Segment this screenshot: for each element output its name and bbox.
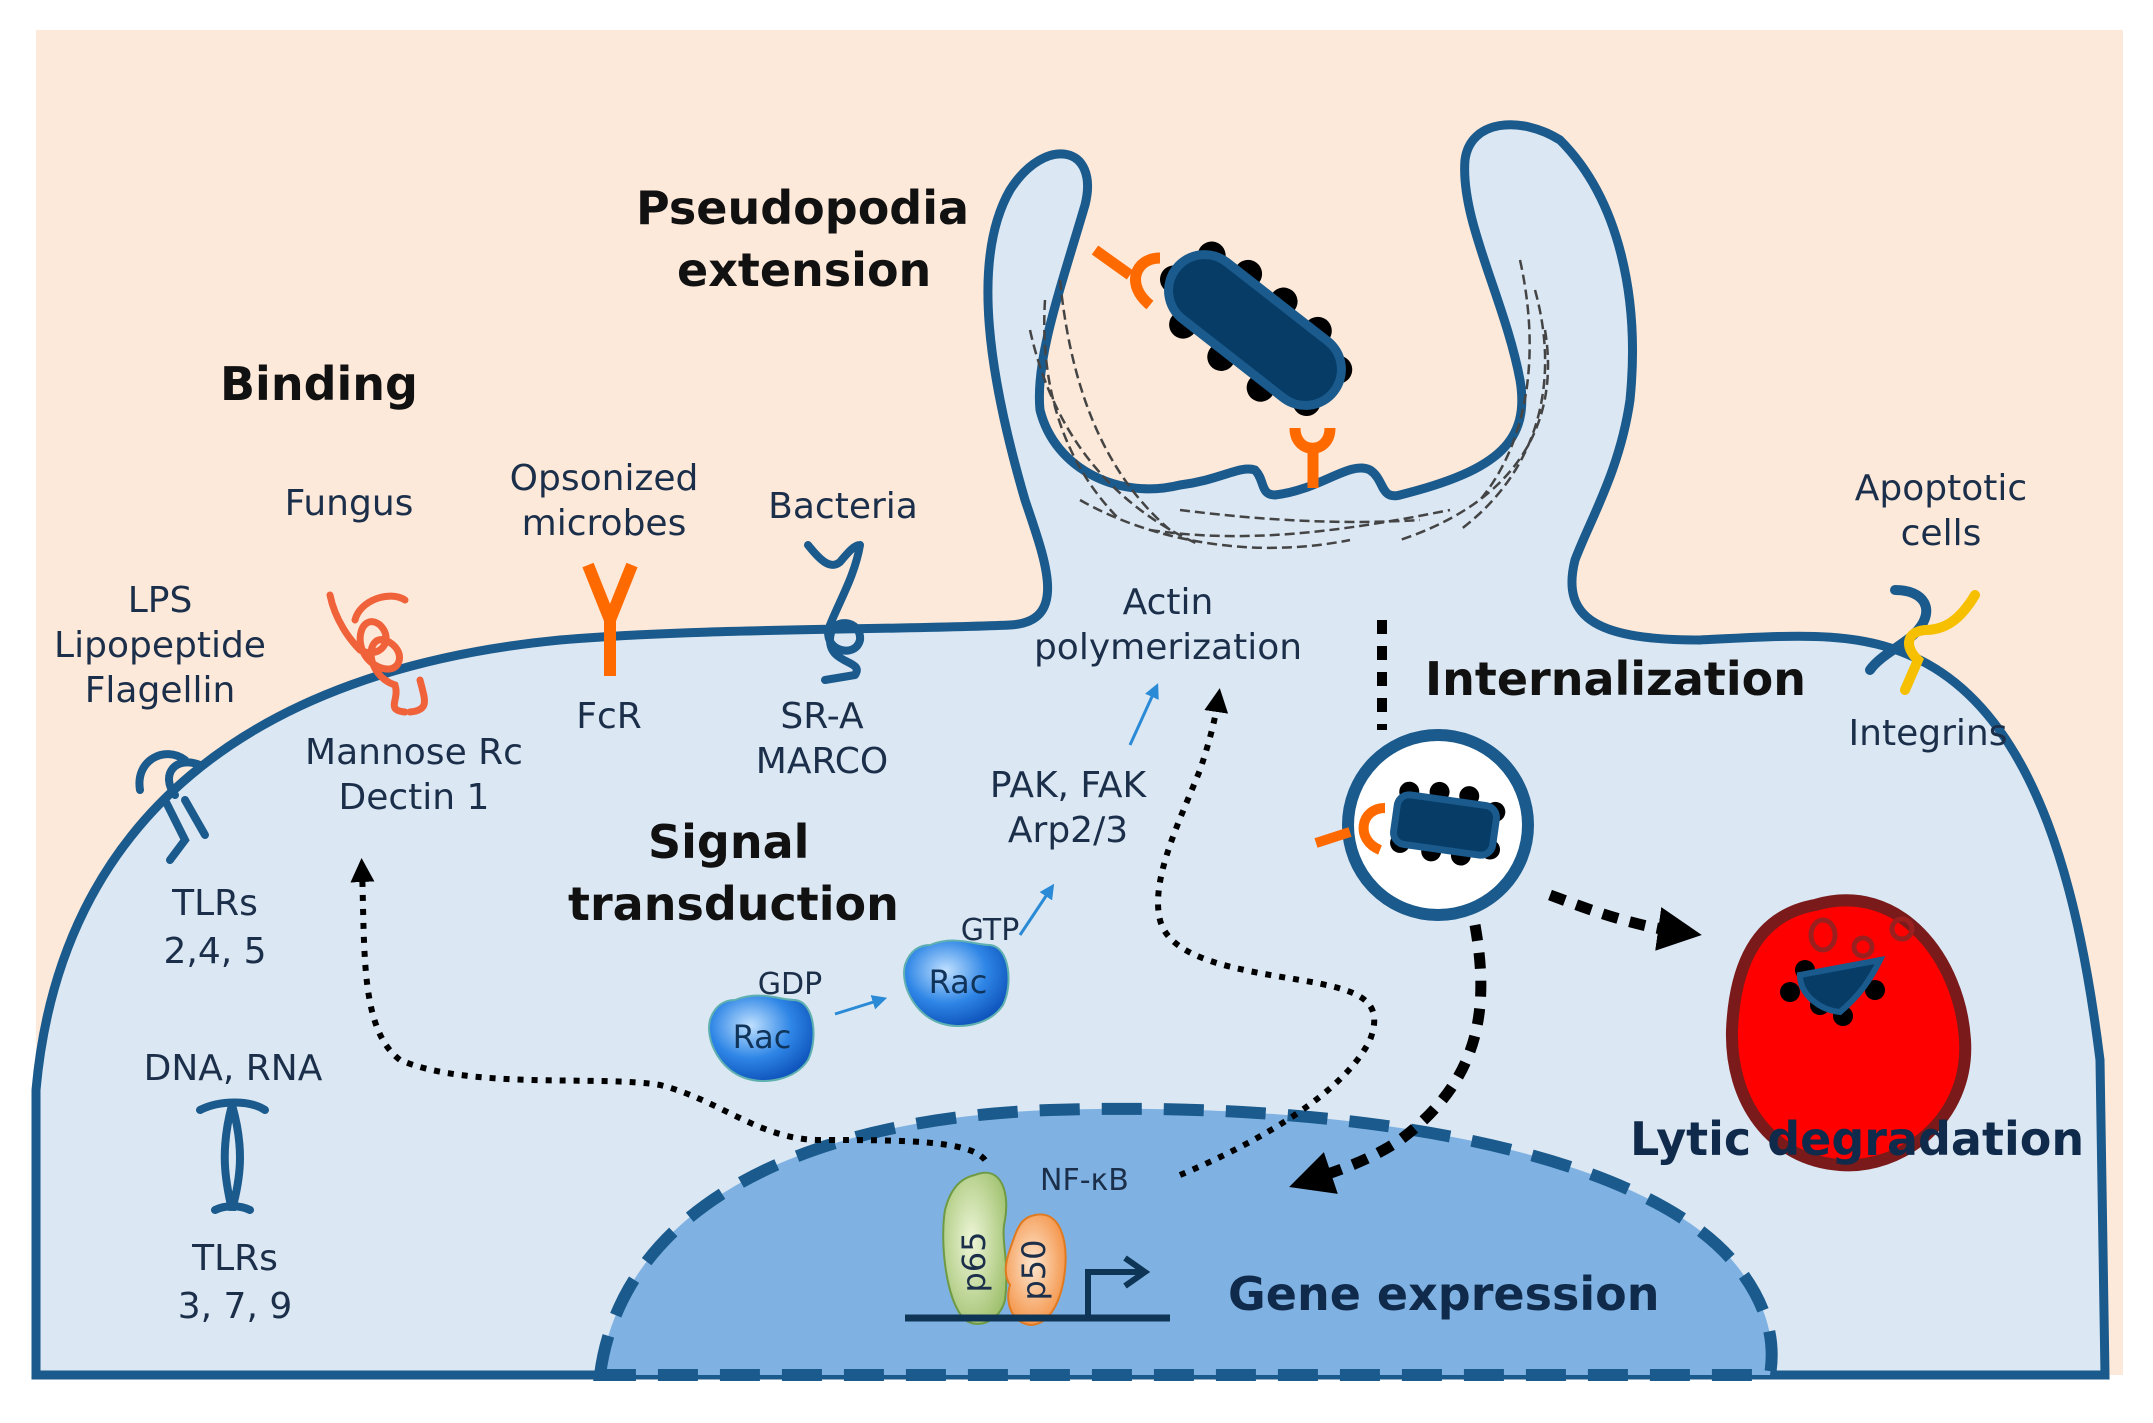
label-cells: cells [1901,513,1982,554]
lysosome-vesicles [1808,916,1915,959]
label-nfkb: NF-κB [1040,1163,1129,1198]
heading-internalization: Internalization [1425,652,1806,706]
rac-gdp-protein [708,994,815,1082]
label-sra: SR-A [780,696,864,737]
label-arp23: Arp2/3 [1008,810,1128,851]
rac-to-pak-arrow [1018,883,1055,936]
phagosome-to-lysosome-path [1548,889,1702,951]
label-tlrs-surface: TLRs [171,883,258,924]
nfkb-to-actin-path [1155,688,1378,1178]
label-tlrs-endo-numbers: 3, 7, 9 [178,1286,293,1327]
label-polymerization: polymerization [1034,627,1302,668]
label-rac-gdp: Rac [733,1018,792,1056]
cell-membrane [31,120,2110,1380]
nfkb-to-receptors-path [350,858,988,1163]
label-dectin: Dectin 1 [339,777,490,818]
actin-filaments [1028,259,1550,550]
phagosome-to-nucleus-path [1289,924,1487,1194]
degraded-bacterium [1780,955,1886,1026]
transcription-start-arrow-icon [1085,1255,1151,1318]
label-tlrs-endo: TLRs [191,1238,278,1279]
label-mannose-rc: Mannose Rc [305,732,523,773]
tlr-surface-receptor-icon [135,750,209,864]
label-p65: p65 [955,1231,993,1292]
label-opsonized: Opsonized [510,458,699,499]
heading-binding: Binding [220,357,418,411]
fc-receptor-cup-left-icon [1091,245,1161,310]
label-tlrs-surface-numbers: 2,4, 5 [163,931,266,972]
label-p50: p50 [1015,1239,1053,1300]
label-lipopeptide: Lipopeptide [54,625,266,666]
bacterium-in-phagosome [1390,781,1506,866]
nucleus [593,1102,1778,1381]
rac-activation-arrow [834,995,888,1016]
fc-receptor-phagosome-icon [1314,803,1386,855]
label-marco: MARCO [756,741,888,782]
bacterium-in-cup [1159,241,1353,417]
label-pak-fak: PAK, FAK [990,765,1148,806]
label-gtp: GTP [961,913,1020,948]
label-flagellin: Flagellin [85,670,236,711]
fc-receptor-cup-bottom-icon [1289,427,1336,488]
label-apoptotic: Apoptotic [1855,468,2027,509]
pak-to-actin-arrow [1128,683,1159,746]
fungus-icon [326,591,428,716]
integrin-receptor-icon [1865,585,1980,695]
label-gdp: GDP [758,967,822,1002]
label-lps: LPS [128,580,193,621]
fcr-receptor-icon [582,562,638,676]
sra-receptor-icon [804,541,864,684]
heading-pseudopodia-line2: extension [677,243,931,297]
label-fungus: Fungus [285,483,414,524]
heading-signal-line1: Signal [648,815,809,869]
lysosome [1725,894,1972,1172]
label-dna-rna: DNA, RNA [144,1048,323,1089]
label-bacteria: Bacteria [768,486,918,527]
label-fcr: FcR [576,696,642,737]
tlr-endosomal-receptor-icon [196,1098,269,1214]
label-integrins: Integrins [1849,713,2008,754]
rac-gtp-protein [903,939,1010,1027]
label-rac-gtp: Rac [929,963,988,1001]
label-microbes: microbes [522,503,687,544]
heading-pseudopodia-line1: Pseudopodia [636,181,969,235]
heading-signal-line2: transduction [568,877,899,931]
label-actin: Actin [1123,582,1214,623]
heading-gene-expression: Gene expression [1228,1267,1659,1321]
heading-lytic-degradation: Lytic degradation [1630,1112,2084,1166]
